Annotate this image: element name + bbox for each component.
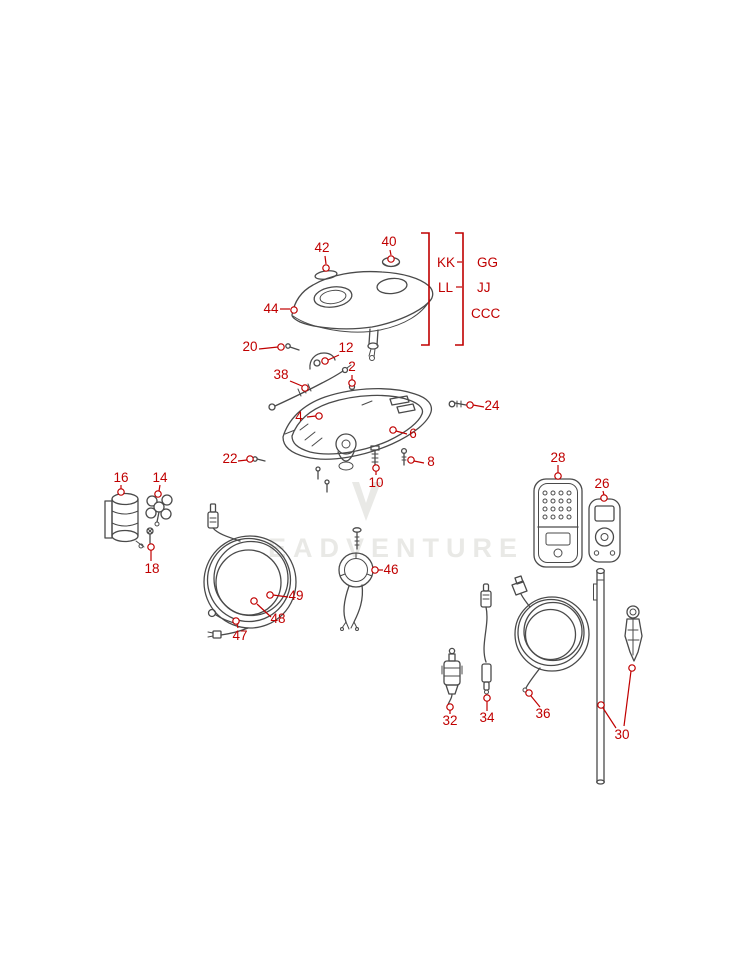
watermark: EADVENTURE xyxy=(268,482,524,563)
callout-2: 2 xyxy=(348,359,356,387)
head-cover-drawing xyxy=(291,270,434,361)
callout-47: 47 xyxy=(232,617,248,643)
callout-10: 10 xyxy=(368,464,384,490)
callout-34-label: 34 xyxy=(479,710,495,725)
callout-44-label: 44 xyxy=(263,301,279,316)
screw-18-drawing xyxy=(146,527,154,544)
coiled-cable-drawing xyxy=(203,503,297,639)
callout-40: 40 xyxy=(381,234,397,263)
callout-26: 26 xyxy=(594,476,610,502)
callout-24: 24 xyxy=(466,398,500,413)
callout-26-label: 26 xyxy=(594,476,609,491)
screw-20-drawing xyxy=(285,343,300,351)
bracket-right xyxy=(455,232,464,346)
callout-32: 32 xyxy=(442,703,458,728)
callout-6-label: 6 xyxy=(409,426,417,441)
screw-22-drawing xyxy=(252,456,266,462)
strap-30-drawing xyxy=(624,605,643,662)
bolt-10-drawing xyxy=(370,445,380,467)
callout-12: 12 xyxy=(321,340,354,365)
group-brackets: KK GG LL JJ CCC xyxy=(421,232,500,346)
callout-38-label: 38 xyxy=(273,367,288,382)
coiled-cable-36-drawing xyxy=(511,575,590,693)
callout-12-label: 12 xyxy=(338,340,353,355)
sensor-46-drawing xyxy=(338,527,374,631)
callout-48-label: 48 xyxy=(270,611,285,626)
group-label-ccc: CCC xyxy=(471,306,500,321)
callout-28-label: 28 xyxy=(550,450,565,465)
callout-20-label: 20 xyxy=(242,339,257,354)
clamp-12-drawing xyxy=(309,352,336,370)
callout-8-label: 8 xyxy=(427,454,435,469)
callout-47-label: 47 xyxy=(232,628,247,643)
knob-14-drawing xyxy=(145,494,173,527)
power-plug-32-drawing xyxy=(441,647,463,706)
base-housing-drawing xyxy=(282,388,433,493)
adapter-cable-34-drawing xyxy=(480,583,492,695)
watermark-text: EADVENTURE xyxy=(268,533,524,563)
screw-8-drawing xyxy=(400,447,408,466)
callout-48: 48 xyxy=(250,597,286,626)
group-label-gg: GG xyxy=(477,255,498,270)
callout-36: 36 xyxy=(525,689,551,721)
rod-30-drawing xyxy=(593,567,605,785)
callout-30-label: 30 xyxy=(614,727,629,742)
callout-40-label: 40 xyxy=(381,234,396,249)
callout-4-label: 4 xyxy=(295,409,303,424)
callout-6: 6 xyxy=(389,426,417,441)
callout-30: 30 xyxy=(597,664,636,742)
bracket-left xyxy=(421,232,430,346)
callout-34: 34 xyxy=(479,694,495,725)
callout-4: 4 xyxy=(295,409,323,424)
callout-14-label: 14 xyxy=(152,470,168,485)
group-label-ll: LL xyxy=(438,280,454,295)
callout-46: 46 xyxy=(371,562,399,577)
callout-10-label: 10 xyxy=(368,475,383,490)
callout-2-label: 2 xyxy=(348,359,356,374)
callout-28: 28 xyxy=(550,450,566,480)
callout-22: 22 xyxy=(222,451,254,466)
group-label-jj: JJ xyxy=(477,280,491,295)
callout-14: 14 xyxy=(152,470,168,498)
remote-26-drawing xyxy=(588,498,621,563)
callout-36-label: 36 xyxy=(535,706,550,721)
callout-24-label: 24 xyxy=(484,398,500,413)
watermark-v-logo xyxy=(352,482,381,521)
group-label-kk: KK xyxy=(437,255,455,270)
callout-18-label: 18 xyxy=(144,561,159,576)
callout-20: 20 xyxy=(242,339,285,354)
callout-49-label: 49 xyxy=(288,588,303,603)
callout-49: 49 xyxy=(266,588,304,603)
callout-8: 8 xyxy=(407,454,435,469)
callout-18: 18 xyxy=(144,543,160,576)
mount-16-drawing xyxy=(104,492,145,549)
cable-38-drawing xyxy=(268,364,352,411)
callout-16: 16 xyxy=(113,470,129,496)
callout-38: 38 xyxy=(273,367,309,392)
callout-32-label: 32 xyxy=(442,713,457,728)
callout-46-label: 46 xyxy=(383,562,398,577)
callout-42: 42 xyxy=(314,240,330,272)
callout-22-label: 22 xyxy=(222,451,237,466)
screw-24-drawing xyxy=(448,400,467,408)
callout-16-label: 16 xyxy=(113,470,128,485)
callout-44: 44 xyxy=(263,301,298,316)
callout-42-label: 42 xyxy=(314,240,329,255)
remote-28-drawing xyxy=(533,478,583,568)
